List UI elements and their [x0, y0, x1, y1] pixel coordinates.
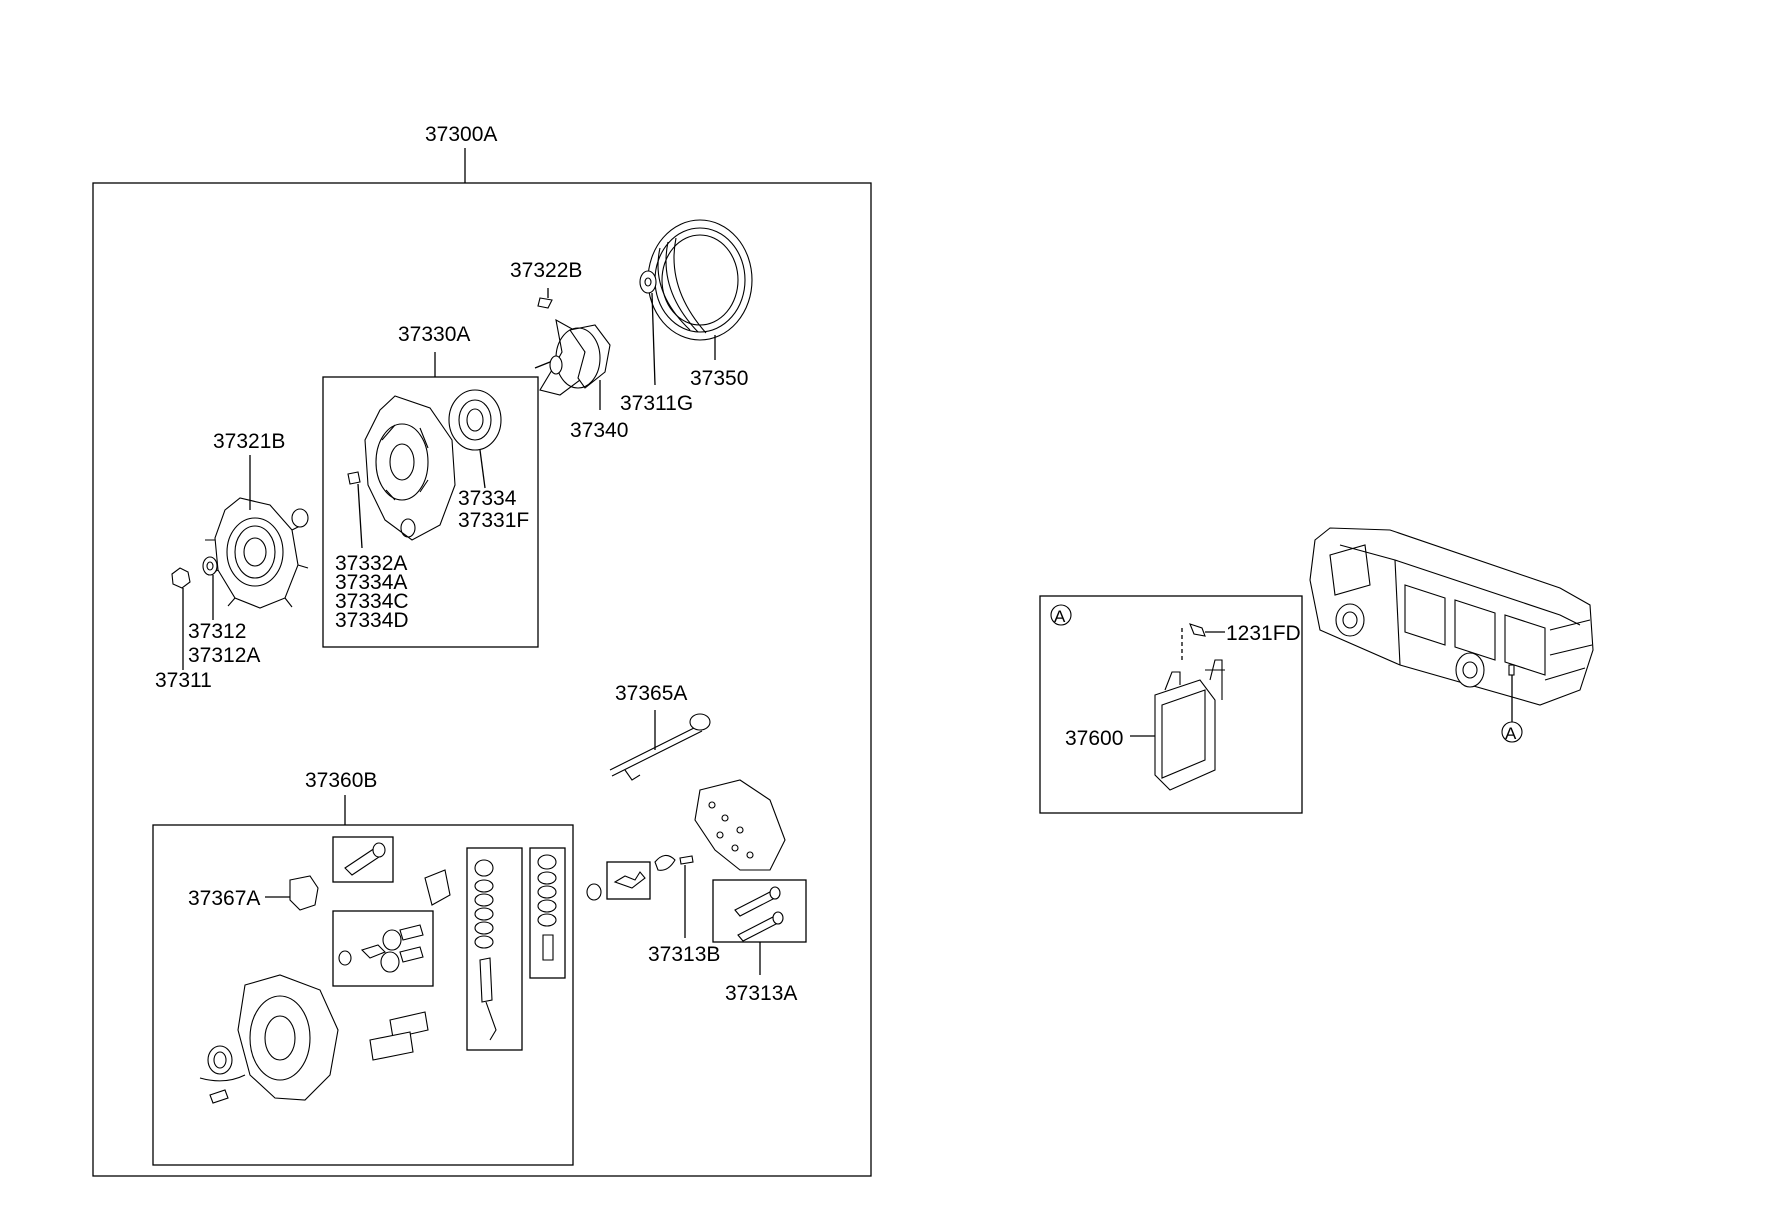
label-37334: 37334 [458, 487, 517, 510]
rotor-part: 37340 [534, 318, 628, 442]
label-37330A: 37330A [398, 323, 470, 346]
vehicle-a-marker-label: A [1505, 724, 1517, 743]
detail-a-marker [1050, 604, 1072, 626]
vehicle-bus-illustration: A [1309, 527, 1594, 743]
label-37334C: 37334C [335, 590, 409, 613]
label-37300A: 37300A [425, 123, 497, 146]
detail-a-group: A 1231FD 37600 [1039, 595, 1303, 814]
fan-part: 37321B [205, 430, 309, 609]
bracket-assembly-group: 37330A 37334 37331F 37332A 37334A 37334C… [322, 323, 539, 648]
main-assembly-box [92, 182, 872, 1177]
wedge-part: 37322B [510, 259, 582, 309]
nut-washer-parts: 37312 37312A 37311 [155, 556, 260, 692]
label-37365A: 37365A [615, 682, 687, 705]
label-37321B: 37321B [213, 430, 285, 453]
label-37600: 37600 [1065, 727, 1123, 750]
bracket-assembly-box [322, 376, 539, 648]
vehicle-a-marker [1501, 721, 1523, 743]
small-hardware-group: 37313B 37313A [586, 854, 807, 1005]
label-37311: 37311 [155, 669, 212, 692]
label-37350: 37350 [690, 367, 748, 390]
label-37312A: 37312A [188, 644, 260, 667]
label-37332A: 37332A [335, 552, 407, 575]
label-37360B: 37360B [305, 769, 377, 792]
label-37313B: 37313B [648, 943, 720, 966]
rectifier-assembly-group: 37360B 37367A [152, 769, 574, 1166]
label-37311G: 37311G [620, 392, 693, 415]
rear-cover-part [694, 779, 786, 871]
detail-a-box [1039, 595, 1303, 814]
label-37312: 37312 [188, 620, 246, 643]
main-assembly-group: 37300A [92, 123, 872, 1177]
detail-a-marker-label: A [1054, 607, 1066, 626]
label-37334D: 37334D [335, 609, 409, 632]
label-37340: 37340 [570, 419, 628, 442]
rectifier-assembly-box [152, 824, 574, 1166]
label-37367A: 37367A [188, 887, 260, 910]
label-37331F: 37331F [458, 509, 529, 532]
label-37322B: 37322B [510, 259, 582, 282]
pulley-housing-part: 37350 [647, 219, 753, 390]
label-37334A: 37334A [335, 571, 407, 594]
label-37313A: 37313A [725, 982, 797, 1005]
spacer-part: 37311G [620, 270, 693, 415]
sensor-part: 37365A [609, 682, 711, 781]
label-1231FD: 1231FD [1226, 622, 1301, 645]
